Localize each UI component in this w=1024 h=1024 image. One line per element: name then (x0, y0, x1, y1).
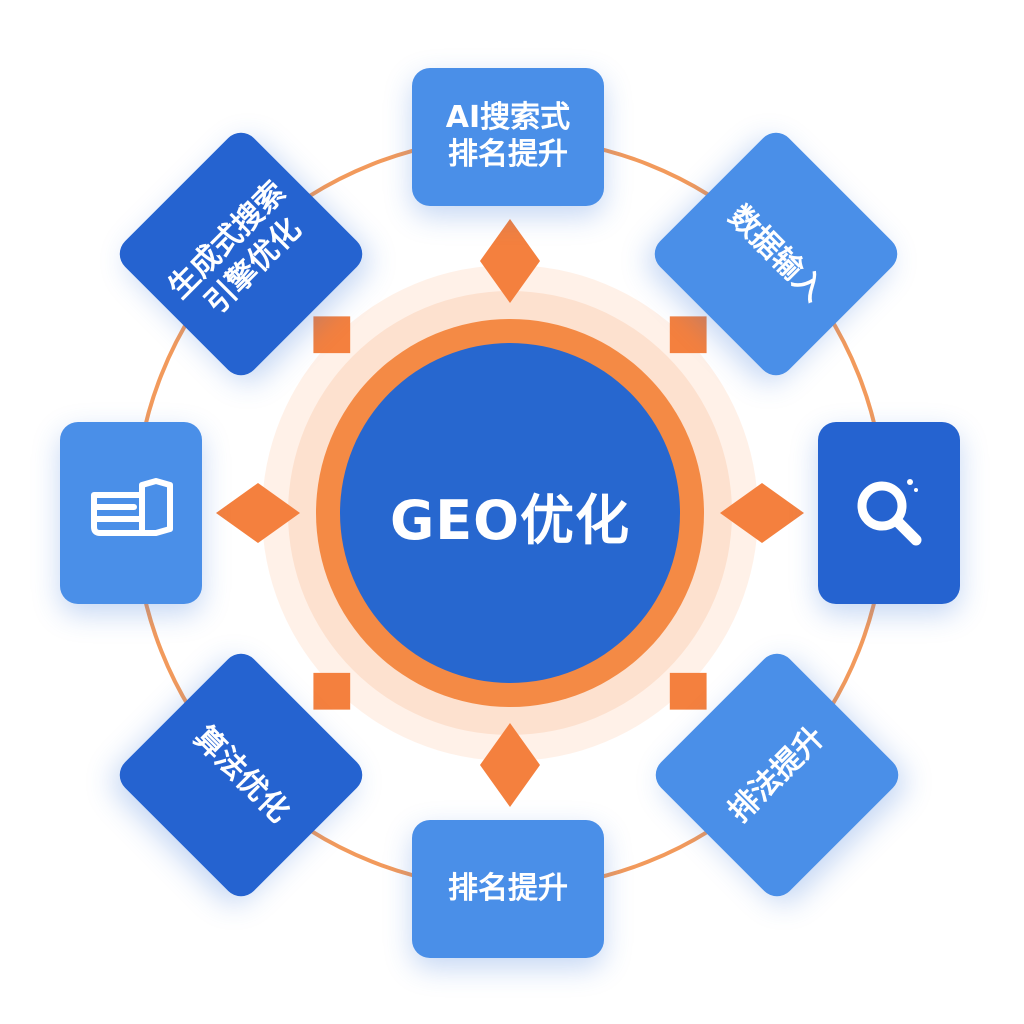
diamond-bottom-right (669, 672, 707, 710)
diamond-left (216, 483, 300, 543)
diamond-top-right (669, 316, 707, 354)
node-bottom-right-label: 排法提升 (722, 720, 833, 831)
node-bottom-label: 排名提升 (448, 871, 568, 908)
node-top-right-line-1: 数据输入 (721, 198, 832, 309)
node-top-label: AI搜索式 排名提升 (446, 100, 570, 173)
node-left[interactable] (60, 422, 202, 604)
diamond-bottom (480, 723, 540, 807)
node-bottom-left-line-1: 算法优化 (186, 719, 297, 830)
node-bottom-left-label: 算法优化 (186, 720, 297, 831)
node-top-left-label: 生成式搜索 引擎优化 (162, 175, 320, 333)
diamond-right (720, 483, 804, 543)
diamond-bottom-left (313, 672, 351, 710)
node-top-right-label: 数据输入 (721, 199, 832, 310)
node-top-line-1: AI搜索式 (445, 100, 571, 136)
center-title: GEO优化 (389, 488, 631, 552)
node-right[interactable] (818, 422, 960, 604)
diamond-top (480, 219, 540, 303)
node-bottom[interactable]: 排名提升 (412, 820, 604, 958)
node-bottom-line-1: 排名提升 (448, 870, 568, 906)
orange-diamonds (216, 219, 804, 807)
node-bottom-right-line-1: 排法提升 (721, 719, 832, 830)
diamond-top-left (313, 316, 351, 354)
search-icon (846, 470, 932, 556)
node-top-line-2: 排名提升 (447, 137, 568, 172)
node-top[interactable]: AI搜索式 排名提升 (412, 68, 604, 206)
document-icon (86, 473, 176, 553)
core-blue-circle (340, 343, 680, 683)
